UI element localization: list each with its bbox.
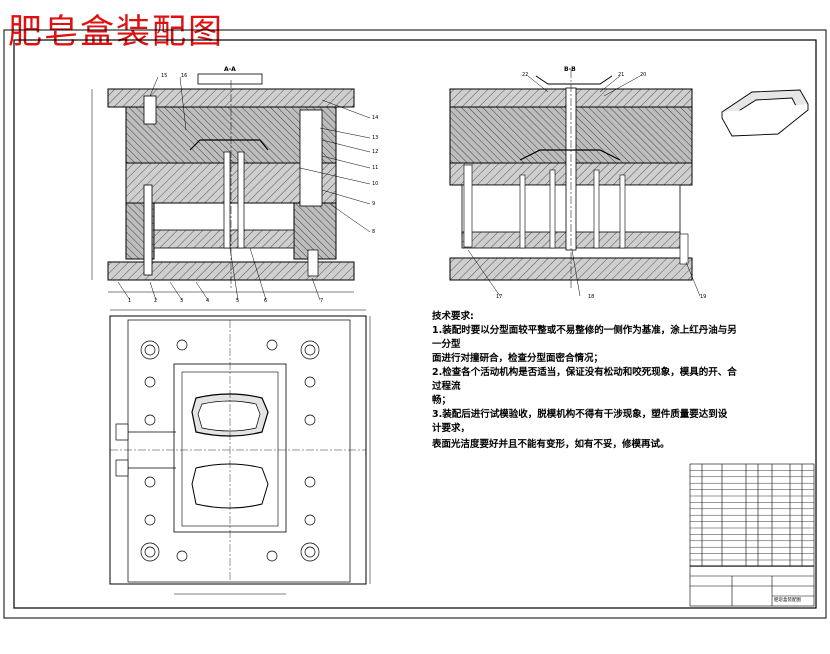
callout-number: 21 <box>618 72 625 78</box>
tech-requirements-heading: 技术要求: <box>432 311 474 322</box>
callout-number: 7 <box>320 298 324 304</box>
callout-number: 6 <box>264 298 268 304</box>
callout-number: 3 <box>180 298 184 304</box>
right-view-label: B-B <box>564 66 576 73</box>
left-section-view <box>91 73 371 301</box>
right-section-view <box>449 70 701 297</box>
tech-req-line: 1.装配时要以分型面较平整或不易整修的一侧作为基准，涂上红丹油与另 <box>432 325 737 336</box>
inner-border <box>13 39 817 609</box>
tech-req-line: 2.检查各个活动机构是否适当，保证没有松动和咬死现象，模具的开、合 <box>432 367 737 378</box>
tech-req-line: 过程流 <box>432 381 461 392</box>
callout-number: 22 <box>522 72 529 78</box>
callout-number: 11 <box>372 165 379 171</box>
soap-box-isometric <box>721 89 809 137</box>
callout-number: 1 <box>128 298 132 304</box>
callout-number: 19 <box>700 294 707 300</box>
callout-number: 17 <box>496 294 503 300</box>
callout-number: 2 <box>154 298 158 304</box>
tech-req-line: 3.装配后进行试模验收，脱模机构不得有干涉现象，塑件质量要达到设 <box>432 409 728 420</box>
tech-req-line: 一分型 <box>432 339 461 350</box>
tech-req-line: 面进行对撞研合，检查分型面密合情况； <box>432 353 604 364</box>
callout-number: 20 <box>640 72 647 78</box>
outer-border <box>3 29 827 619</box>
tech-req-line: 畅； <box>432 395 452 406</box>
tech-req-line: 计要求， <box>432 423 471 434</box>
parts-list-table <box>689 463 815 607</box>
callout-number: 16 <box>181 73 188 79</box>
callout-number: 4 <box>206 298 210 304</box>
callout-number: 10 <box>372 181 379 187</box>
callout-number: 13 <box>372 135 379 141</box>
callout-number: 5 <box>236 298 240 304</box>
title-block-drawing-name: 肥皂盒装配图 <box>774 598 801 603</box>
tech-req-line: 表面光洁度要好并且不能有变形，如有不妥，修模再试。 <box>432 439 670 450</box>
callout-number: 15 <box>161 73 168 79</box>
callout-number: 18 <box>588 294 595 300</box>
drawing-title: 肥皂盒装配图 <box>8 12 224 52</box>
plan-view <box>109 309 371 595</box>
callout-number: 12 <box>372 149 379 155</box>
left-view-label: A-A <box>224 66 236 73</box>
callout-number: 9 <box>372 201 376 207</box>
callout-number: 14 <box>372 115 379 121</box>
callout-number: 8 <box>372 229 376 235</box>
